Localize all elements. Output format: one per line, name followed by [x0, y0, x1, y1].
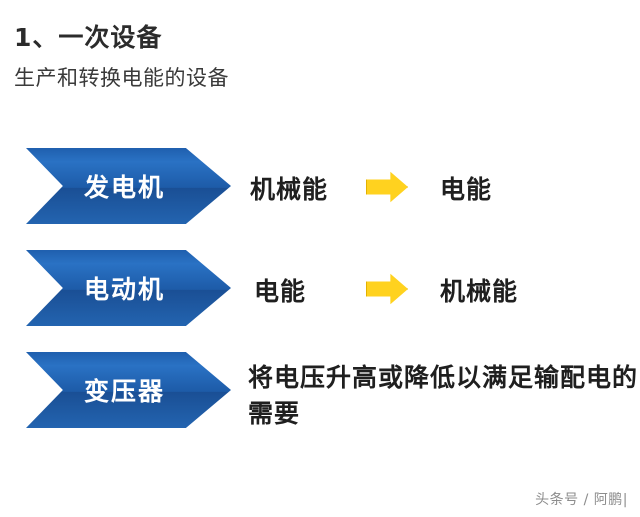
diagram-row-transformer: 变压器 将电压升高或降低以满足输配电的需要 [0, 352, 640, 432]
chevron-label: 发电机 [83, 173, 165, 202]
right-arrow-icon [366, 273, 408, 305]
chevron-label: 电动机 [83, 275, 165, 304]
chevron-label: 变压器 [83, 377, 165, 406]
row-output-label: 电能 [440, 175, 493, 204]
chevron-banner-generator: 发电机 [26, 148, 231, 224]
row-description: 将电压升高或降低以满足输配电的需要 [248, 363, 639, 428]
diagram-row-generator: 发电机 机械能 电能 [0, 148, 640, 228]
chevron-banner-motor: 电动机 [26, 250, 231, 326]
watermark-text: 头条号 / 阿鹏| [535, 492, 628, 508]
row-input-label: 电能 [254, 277, 307, 306]
page-title: 1、一次设备 [14, 23, 163, 52]
row-input-label: 机械能 [250, 175, 329, 204]
row-output-label: 机械能 [440, 277, 519, 306]
diagram-row-motor: 电动机 电能 机械能 [0, 250, 640, 330]
right-arrow-icon [366, 171, 408, 203]
page-subtitle: 生产和转换电能的设备 [14, 66, 229, 90]
chevron-banner-transformer: 变压器 [26, 352, 231, 428]
